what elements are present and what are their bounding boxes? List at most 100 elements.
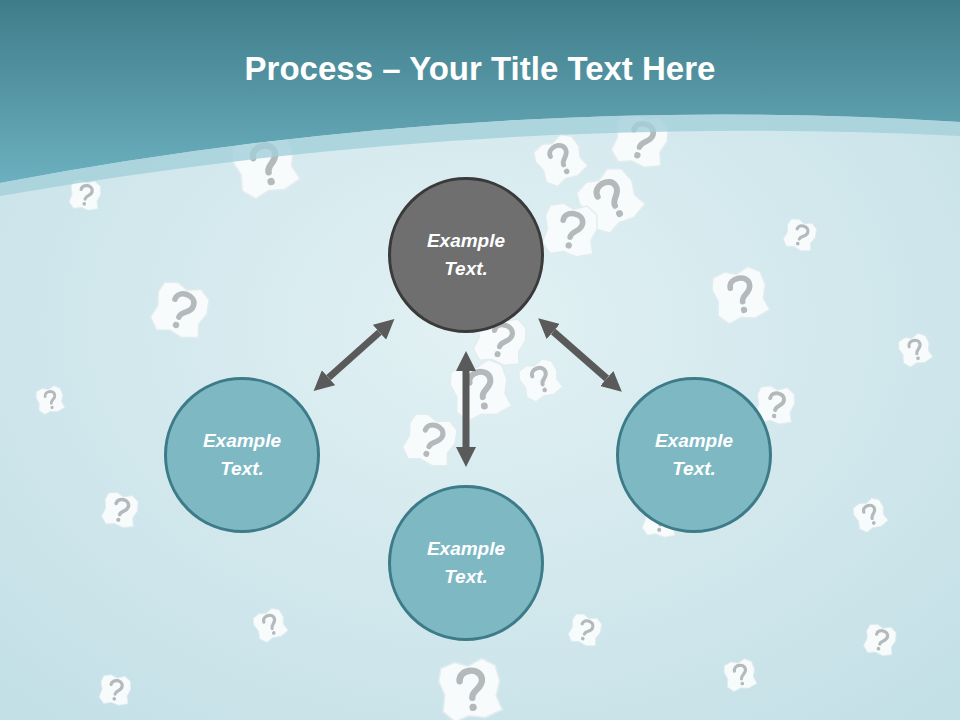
paper-scrap: [437, 657, 503, 720]
question-dot: [82, 202, 86, 206]
paper-scrap: [146, 276, 214, 344]
question-mark: [593, 178, 624, 211]
paper-scrap: [447, 357, 513, 423]
question-mark: [170, 291, 197, 320]
paper-scrap: [516, 356, 565, 405]
question-dot: [116, 517, 121, 522]
question-mark: [80, 185, 93, 200]
question-dot: [469, 703, 477, 711]
question-mark: [114, 498, 130, 516]
question-paper: [709, 264, 771, 326]
circle-fill: [166, 379, 319, 532]
question-paper: [530, 130, 591, 191]
paper-scrap: [97, 672, 132, 707]
paper-scrap: [99, 489, 141, 531]
question-dot: [657, 528, 662, 533]
circle-fill: [618, 379, 771, 532]
question-paper: [851, 496, 890, 535]
question-mark: [561, 212, 584, 239]
question-dot: [615, 209, 624, 218]
question-paper: [447, 357, 513, 423]
double-arrow: [553, 331, 607, 378]
question-dot: [565, 242, 572, 249]
paper-scrap: [251, 606, 290, 645]
question-paper: [722, 657, 757, 692]
circle-outline: [388, 485, 544, 641]
question-paper: [99, 489, 141, 531]
question-mark: [547, 143, 571, 169]
question-mark: [908, 339, 922, 355]
question-mark: [734, 664, 747, 679]
question-paper: [97, 672, 132, 707]
question-mark: [459, 670, 484, 699]
question-paper: [781, 216, 820, 255]
question-mark: [530, 366, 549, 387]
question-mark: [468, 370, 493, 399]
paper-scrap: [709, 264, 771, 326]
question-dot: [795, 241, 800, 246]
question-mark: [768, 392, 785, 411]
paper-scrap: [539, 199, 601, 261]
process-circle: Example Text.: [388, 177, 544, 333]
question-paper: [896, 331, 933, 368]
node-label: Example Text.: [644, 427, 744, 484]
question-dot: [633, 151, 641, 159]
question-paper: [437, 657, 503, 720]
question-mark: [579, 619, 594, 636]
paper-scrap: [566, 611, 605, 650]
process-circle: Example Text.: [388, 485, 544, 641]
double-arrow: [463, 371, 470, 447]
question-paper: [539, 199, 601, 261]
circle-fill: [390, 179, 543, 332]
question-mark: [874, 629, 888, 645]
question-dot: [580, 636, 585, 641]
paper-scrap: [398, 408, 461, 471]
question-dot: [542, 387, 548, 393]
question-papers: [35, 107, 934, 720]
paper-scrap: [722, 657, 757, 692]
question-dot: [271, 631, 276, 636]
question-dot: [871, 521, 876, 526]
paper-scrap: [896, 331, 933, 368]
question-dot: [771, 413, 776, 418]
question-paper: [566, 611, 605, 650]
process-circle: Example Text.: [164, 377, 320, 533]
paper-scrap: [530, 130, 591, 191]
question-dot: [876, 646, 881, 651]
question-mark: [420, 423, 445, 450]
question-paper: [35, 385, 66, 416]
question-mark: [794, 224, 809, 241]
question-paper: [861, 621, 898, 658]
question-dot: [494, 350, 501, 357]
question-dot: [50, 406, 54, 410]
question-mark: [110, 680, 123, 695]
question-paper: [146, 276, 214, 344]
circle-outline: [388, 177, 544, 333]
question-dot: [112, 697, 116, 701]
question-mark: [44, 391, 56, 404]
circle-outline: [164, 377, 320, 533]
question-paper: [251, 606, 290, 645]
paper-scrap: [861, 621, 898, 658]
question-dot: [422, 450, 430, 458]
question-dot: [172, 321, 180, 329]
double-arrow: [329, 332, 380, 377]
question-paper: [516, 356, 565, 405]
question-dot: [480, 402, 488, 410]
process-circle: Example Text.: [616, 377, 772, 533]
question-mark: [262, 614, 277, 631]
slide-title: Process – Your Title Text Here: [0, 50, 960, 88]
header-band: [0, 0, 960, 183]
circle-fill: [390, 487, 543, 640]
paper-scrap: [781, 216, 820, 255]
question-dot: [916, 356, 921, 361]
circle-outline: [616, 377, 772, 533]
paper-scrap: [35, 385, 66, 416]
node-label: Example Text.: [416, 227, 516, 284]
question-dot: [740, 681, 744, 685]
node-label: Example Text.: [416, 535, 516, 592]
question-dot: [740, 306, 747, 313]
paper-scrap: [851, 496, 890, 535]
node-label: Example Text.: [192, 427, 292, 484]
